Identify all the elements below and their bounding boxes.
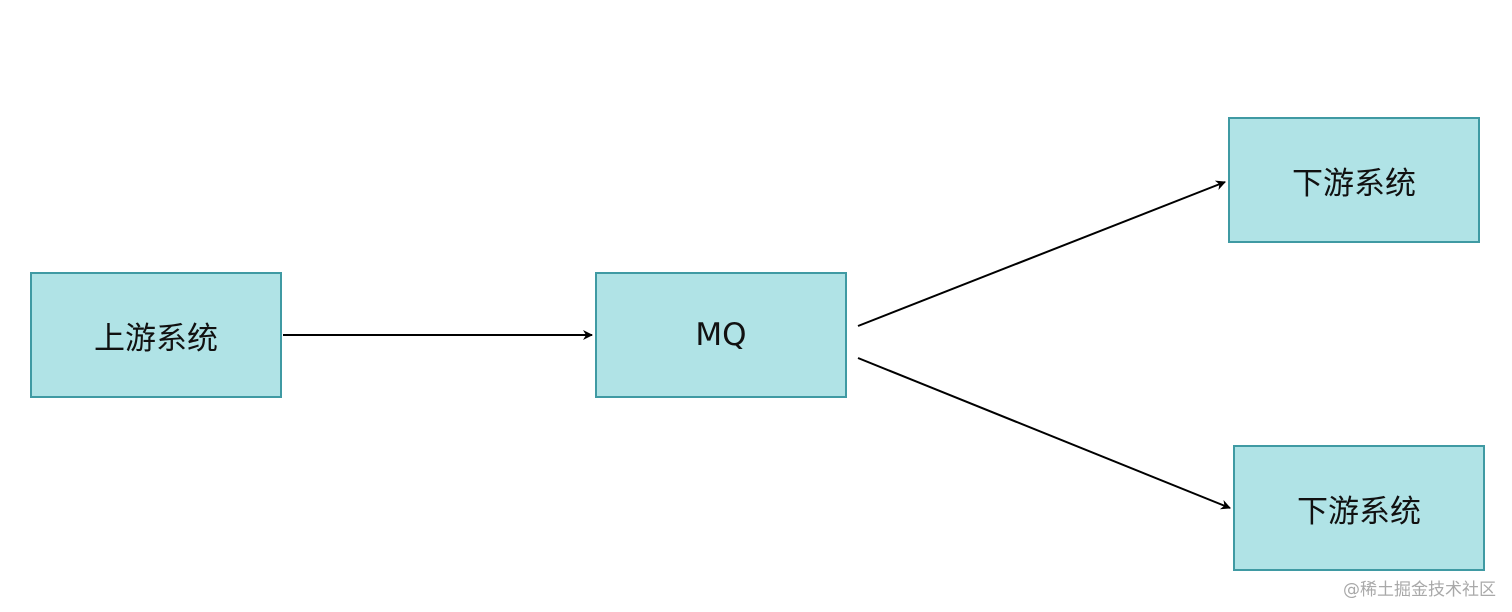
- downstream-system-node-1[interactable]: 下游系统: [1228, 117, 1480, 243]
- downstream-system-label-2: 下游系统: [1297, 493, 1421, 530]
- downstream-system-node-2[interactable]: 下游系统: [1233, 445, 1485, 571]
- mq-node[interactable]: MQ: [595, 272, 847, 398]
- upstream-system-node[interactable]: 上游系统: [30, 272, 282, 398]
- upstream-system-label: 上游系统: [94, 320, 218, 357]
- watermark-text: @稀土掘金技术社区: [1343, 580, 1496, 600]
- edge-mq-to-downstream-2: [857, 357, 1231, 510]
- downstream-system-label-1: 下游系统: [1292, 165, 1416, 202]
- mq-label: MQ: [695, 317, 747, 353]
- edge-mq-to-downstream-1: [857, 180, 1226, 327]
